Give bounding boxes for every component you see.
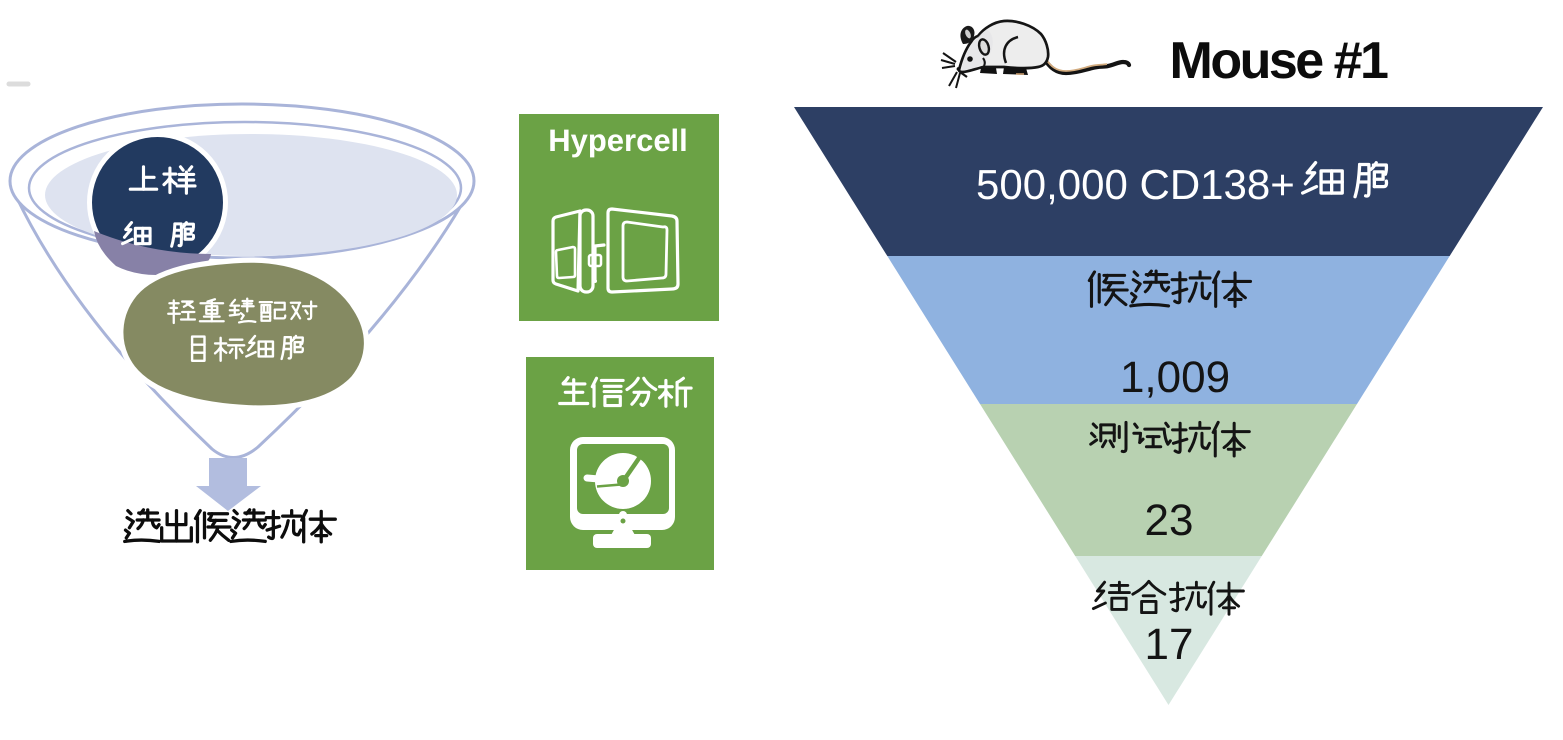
- svg-text:Mouse #1: Mouse #1: [1170, 32, 1389, 90]
- svg-text:17: 17: [1145, 620, 1194, 669]
- svg-text:Hypercell: Hypercell: [548, 123, 688, 158]
- svg-text:23: 23: [1145, 496, 1194, 545]
- svg-text:500,000 CD138+: 500,000 CD138+: [976, 161, 1295, 208]
- svg-text:1,009: 1,009: [1120, 353, 1230, 402]
